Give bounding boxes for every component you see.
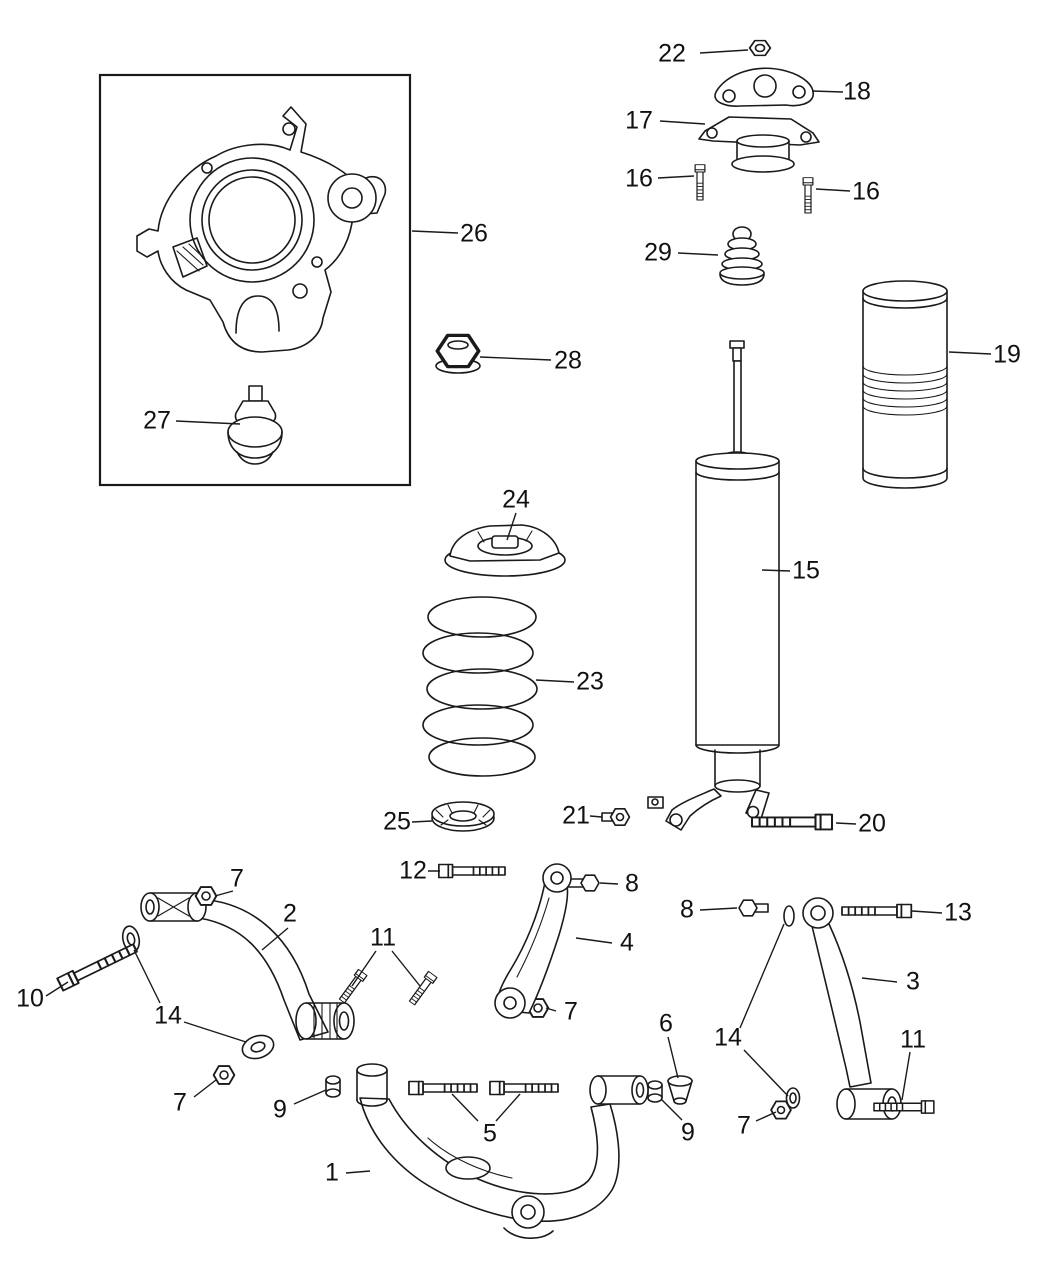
callout-7-b: 7 xyxy=(564,997,578,1026)
part-21-bolt xyxy=(601,807,631,827)
part-5-bolts xyxy=(408,1080,559,1096)
part-16-bolt-left xyxy=(694,164,706,201)
inset-box xyxy=(98,73,412,487)
part-19-dust-shield xyxy=(862,280,948,489)
part-8-bolt-right xyxy=(738,899,769,917)
callout-11-b: 11 xyxy=(900,1025,926,1054)
part-14-bushing-right xyxy=(785,1087,801,1109)
callout-7-a: 7 xyxy=(230,864,244,893)
part-4-link-arm xyxy=(494,863,572,1019)
part-20-bolt xyxy=(750,813,834,831)
part-27-ball-joint xyxy=(227,385,283,465)
callout-28: 28 xyxy=(554,346,582,375)
part-23-coil-spring xyxy=(422,596,538,777)
part-11-bolts-left xyxy=(337,968,438,1007)
callout-17: 17 xyxy=(625,106,653,135)
leader-lines xyxy=(45,49,992,1174)
callout-16-a: 16 xyxy=(625,164,653,193)
part-12-bolt xyxy=(438,863,506,879)
callout-2: 2 xyxy=(283,899,297,928)
part-14-bushing-lower xyxy=(241,1034,275,1060)
callout-7-d: 7 xyxy=(173,1088,187,1117)
part-14-washer-right xyxy=(783,905,795,927)
part-17-shock-mount xyxy=(698,116,820,173)
part-8-bolt-upper xyxy=(567,874,600,892)
callout-6: 6 xyxy=(659,1009,673,1038)
callout-7-c: 7 xyxy=(737,1111,751,1140)
callout-27: 27 xyxy=(143,406,171,435)
part-6-bushing xyxy=(667,1075,693,1105)
part-2-upper-control-arm xyxy=(140,892,355,1041)
callout-18: 18 xyxy=(843,77,871,106)
callout-24: 24 xyxy=(502,485,530,514)
callout-14-b: 14 xyxy=(714,1023,742,1052)
callout-11-a: 11 xyxy=(370,923,396,952)
callout-13: 13 xyxy=(944,898,972,927)
callout-22: 22 xyxy=(658,39,686,68)
part-14-washer-upper xyxy=(121,925,141,953)
callout-15: 15 xyxy=(792,556,820,585)
part-13-bolt xyxy=(841,903,913,919)
callout-9-a: 9 xyxy=(273,1095,287,1124)
callout-8-b: 8 xyxy=(680,895,694,924)
part-24-spring-seat xyxy=(444,524,566,577)
part-25-spring-isolator xyxy=(431,801,495,832)
part-22-nut xyxy=(748,39,772,57)
callout-10: 10 xyxy=(16,984,44,1013)
part-18-mount-plate xyxy=(714,67,814,107)
callout-16-b: 16 xyxy=(852,177,880,206)
callout-14-a: 14 xyxy=(154,1001,182,1030)
part-3-toe-link xyxy=(802,897,902,1120)
part-1-lower-control-arm xyxy=(356,1063,649,1239)
part-10-bolt xyxy=(56,940,140,992)
callout-20: 20 xyxy=(858,809,886,838)
part-11-bolt-right xyxy=(873,1100,935,1114)
callout-3: 3 xyxy=(906,967,920,996)
part-15-shock-absorber xyxy=(647,340,780,831)
callout-8-a: 8 xyxy=(625,869,639,898)
part-7-nut-a xyxy=(194,886,218,906)
callout-23: 23 xyxy=(576,667,604,696)
callout-1: 1 xyxy=(325,1158,339,1187)
part-9-bolt-right xyxy=(647,1080,663,1103)
part-9-bolt-left xyxy=(325,1075,341,1098)
callout-4: 4 xyxy=(620,928,634,957)
part-7-nut-c xyxy=(770,1100,792,1120)
part-28-nut xyxy=(435,333,481,374)
callout-26: 26 xyxy=(460,219,488,248)
callout-5: 5 xyxy=(483,1119,497,1148)
part-16-bolt-right xyxy=(802,177,814,214)
part-29-jounce-bumper xyxy=(719,226,765,286)
callout-9-b: 9 xyxy=(681,1118,695,1147)
part-7-nut-b xyxy=(526,998,550,1018)
callout-29: 29 xyxy=(644,238,672,267)
part-26-knuckle xyxy=(136,106,387,353)
callout-25: 25 xyxy=(383,807,411,836)
part-7-nut-d xyxy=(212,1065,236,1085)
callout-21: 21 xyxy=(562,801,590,830)
callout-12: 12 xyxy=(399,856,427,885)
callout-19: 19 xyxy=(993,340,1021,369)
